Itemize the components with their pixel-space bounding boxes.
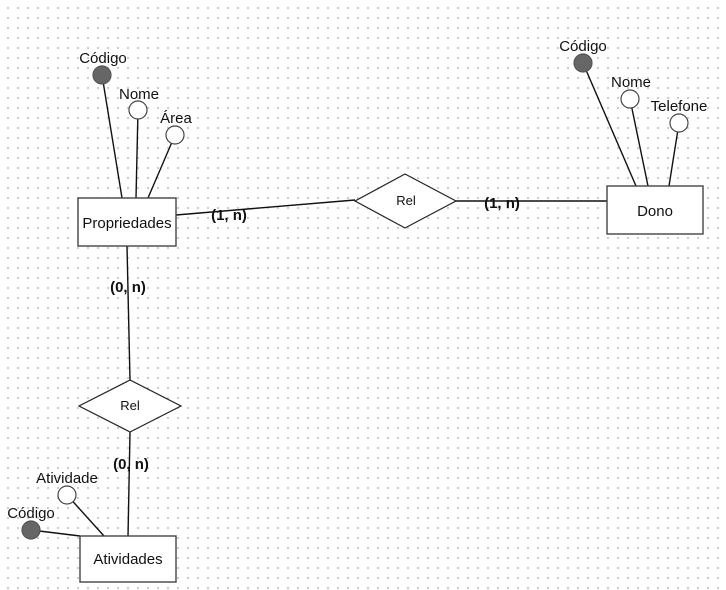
relationship-rel-left[interactable]: Rel	[77, 379, 183, 433]
entity-label: Propriedades	[82, 215, 171, 232]
attribute-marker[interactable]	[57, 485, 77, 505]
entity-propriedades[interactable]: Propriedades	[77, 197, 177, 247]
entity-box	[606, 185, 704, 235]
connector-propriedades-rel-top	[175, 199, 356, 216]
attribute-label-atividades-codigo: Código	[7, 505, 55, 522]
attribute-marker[interactable]	[128, 100, 148, 120]
attribute-marker[interactable]	[165, 125, 185, 145]
entity-dono[interactable]: Dono	[606, 185, 704, 235]
cardinality-dono-rel-top: (1, n)	[484, 195, 520, 212]
relationship-label: Rel	[396, 193, 416, 208]
attribute-label-propriedades-area: Área	[160, 110, 192, 127]
entity-atividades[interactable]: Atividades	[79, 535, 177, 583]
key-attribute-marker[interactable]	[573, 53, 593, 73]
connector-attr-propriedades-area	[147, 134, 176, 199]
attribute-label-propriedades-codigo: Código	[79, 50, 127, 67]
connector-attr-propriedades-codigo	[101, 74, 123, 199]
relationship-label: Rel	[120, 398, 140, 413]
entity-box	[79, 535, 177, 583]
cardinality-propriedades-rel-left: (0, n)	[110, 279, 146, 296]
connector-attr-dono-telefone	[668, 122, 680, 187]
entity-label: Dono	[637, 203, 673, 220]
connector-rel-left-atividades	[127, 431, 131, 538]
key-attribute-marker[interactable]	[21, 520, 41, 540]
cardinality-atividades-rel-left: (0, n)	[113, 456, 149, 473]
attribute-marker[interactable]	[669, 113, 689, 133]
attribute-label-dono-nome: Nome	[611, 74, 651, 91]
attribute-label-atividades-atividade: Atividade	[36, 470, 98, 487]
attribute-label-dono-telefone: Telefone	[651, 98, 708, 115]
connector-attr-dono-nome	[629, 98, 649, 187]
attribute-label-propriedades-nome: Nome	[119, 86, 159, 103]
entity-label: Atividades	[93, 551, 162, 568]
relationship-rel-top[interactable]: Rel	[353, 173, 458, 229]
relationship-diamond	[353, 173, 458, 229]
connector-attr-dono-codigo	[582, 62, 637, 187]
relationship-diamond	[77, 379, 183, 433]
key-attribute-marker[interactable]	[92, 65, 112, 85]
connector-propriedades-rel-left	[126, 245, 131, 381]
cardinality-propriedades-rel-top: (1, n)	[211, 207, 247, 224]
entity-box	[77, 197, 177, 247]
connector-attr-propriedades-nome	[135, 109, 139, 199]
attribute-marker[interactable]	[620, 89, 640, 109]
attribute-label-dono-codigo: Código	[559, 38, 607, 55]
